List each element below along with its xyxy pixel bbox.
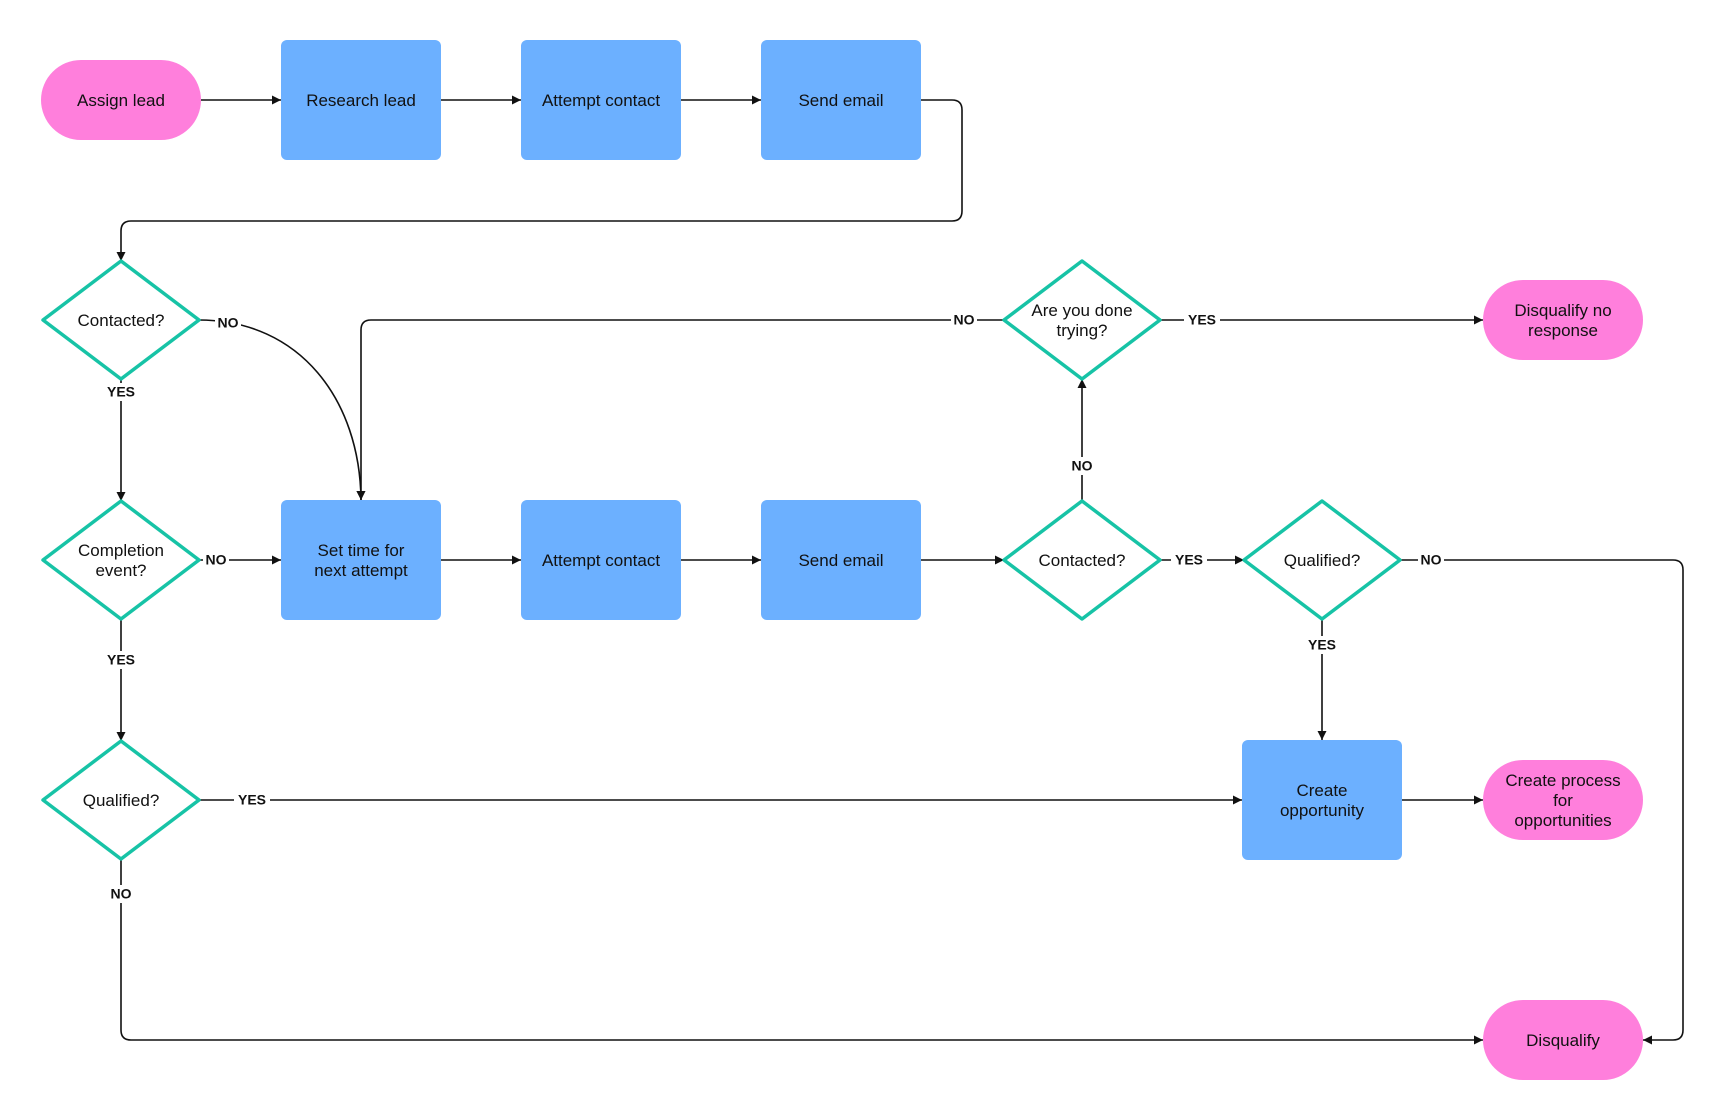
process-shape bbox=[281, 500, 441, 620]
connector-label-yes: YES bbox=[238, 792, 266, 808]
disqualify-terminal: Disqualify bbox=[1483, 1000, 1643, 1080]
connector-label-background bbox=[1184, 311, 1220, 329]
node-label: response bbox=[1528, 321, 1598, 340]
decision-shape bbox=[41, 499, 201, 621]
process-shape bbox=[521, 500, 681, 620]
connector-label-background bbox=[215, 314, 241, 332]
attempt-contact-1-process: Attempt contact bbox=[521, 40, 681, 160]
node-label: Contacted? bbox=[1039, 551, 1126, 570]
connector-label-background bbox=[951, 311, 977, 329]
connector-label-background bbox=[108, 885, 134, 903]
node-label: next attempt bbox=[314, 561, 408, 580]
node-label: for bbox=[1553, 791, 1573, 810]
connector-label-background bbox=[203, 551, 229, 569]
node-label: Send email bbox=[798, 91, 883, 110]
node-label: Create process bbox=[1505, 771, 1620, 790]
decision-shape bbox=[1002, 499, 1162, 621]
connector-labels: NO YES NO YES NO YES NO YES NO YES YES NO bbox=[103, 311, 1444, 903]
send-email-2-process: Send email bbox=[761, 500, 921, 620]
terminal-shape bbox=[41, 60, 201, 140]
node-label: Completion bbox=[78, 541, 164, 560]
connector-label-background bbox=[1069, 457, 1095, 475]
attempt-contact-2-process: Attempt contact bbox=[521, 500, 681, 620]
node-label: Assign lead bbox=[77, 91, 165, 110]
connector-label-no: NO bbox=[1421, 552, 1442, 568]
process-shape bbox=[761, 500, 921, 620]
node-label: Set time for bbox=[318, 541, 405, 560]
qualified-1-decision: Qualified? bbox=[1242, 499, 1402, 621]
node-label: Attempt contact bbox=[542, 91, 660, 110]
connector-label-yes: YES bbox=[1308, 637, 1336, 653]
node-label: Qualified? bbox=[1284, 551, 1361, 570]
node-label: Send email bbox=[798, 551, 883, 570]
node-label: Contacted? bbox=[78, 311, 165, 330]
connector-label-background bbox=[1304, 636, 1340, 654]
node-label: Create bbox=[1296, 781, 1347, 800]
connector-label-yes: YES bbox=[107, 652, 135, 668]
connector-label-yes: YES bbox=[1188, 312, 1216, 328]
node-label: Research lead bbox=[306, 91, 416, 110]
connector-qualified2-no bbox=[120, 859, 1483, 1045]
research-lead-process: Research lead bbox=[281, 40, 441, 160]
node-label: Attempt contact bbox=[542, 551, 660, 570]
qualified-2-decision: Qualified? bbox=[41, 739, 201, 861]
connector-done-trying-no bbox=[356, 319, 1004, 500]
connector-label-no: NO bbox=[111, 886, 132, 902]
terminal-shape bbox=[1483, 760, 1643, 840]
node-label: Qualified? bbox=[83, 791, 160, 810]
connector-label-yes: YES bbox=[107, 384, 135, 400]
node-label: event? bbox=[95, 561, 146, 580]
node-label: Are you done bbox=[1031, 301, 1132, 320]
process-shape bbox=[761, 40, 921, 160]
process-shape bbox=[281, 40, 441, 160]
terminal-shape bbox=[1483, 1000, 1643, 1080]
connector-label-background bbox=[234, 791, 270, 809]
connector-label-background bbox=[103, 383, 139, 401]
connector-email1-to-contacted1 bbox=[116, 99, 963, 261]
decision-shape bbox=[1242, 499, 1402, 621]
node-label: opportunity bbox=[1280, 801, 1365, 820]
connector-label-no: NO bbox=[218, 315, 239, 331]
connector-label-background bbox=[103, 651, 139, 669]
process-shape bbox=[1242, 740, 1402, 860]
assign-lead-terminal: Assign lead bbox=[41, 60, 201, 140]
decision-shape bbox=[41, 739, 201, 861]
connector-label-background bbox=[1418, 551, 1444, 569]
connector-label-no: NO bbox=[954, 312, 975, 328]
connector-label-background bbox=[1171, 551, 1207, 569]
decision-shape bbox=[41, 259, 201, 381]
connector-label-no: NO bbox=[1072, 458, 1093, 474]
contacted-1-decision: Contacted? bbox=[41, 259, 201, 381]
terminal-shape bbox=[1483, 280, 1643, 360]
connector-label-no: NO bbox=[206, 552, 227, 568]
decision-shape bbox=[1002, 259, 1162, 381]
node-label: Disqualify bbox=[1526, 1031, 1600, 1050]
node-label: trying? bbox=[1056, 321, 1107, 340]
contacted-2-decision: Contacted? bbox=[1002, 499, 1162, 621]
node-label: opportunities bbox=[1514, 811, 1611, 830]
send-email-1-process: Send email bbox=[761, 40, 921, 160]
process-shape bbox=[521, 40, 681, 160]
connector-qualified1-no bbox=[1400, 559, 1684, 1045]
connector-contacted1-no bbox=[198, 319, 366, 501]
node-label: Disqualify no bbox=[1514, 301, 1611, 320]
connector-label-yes: YES bbox=[1175, 552, 1203, 568]
